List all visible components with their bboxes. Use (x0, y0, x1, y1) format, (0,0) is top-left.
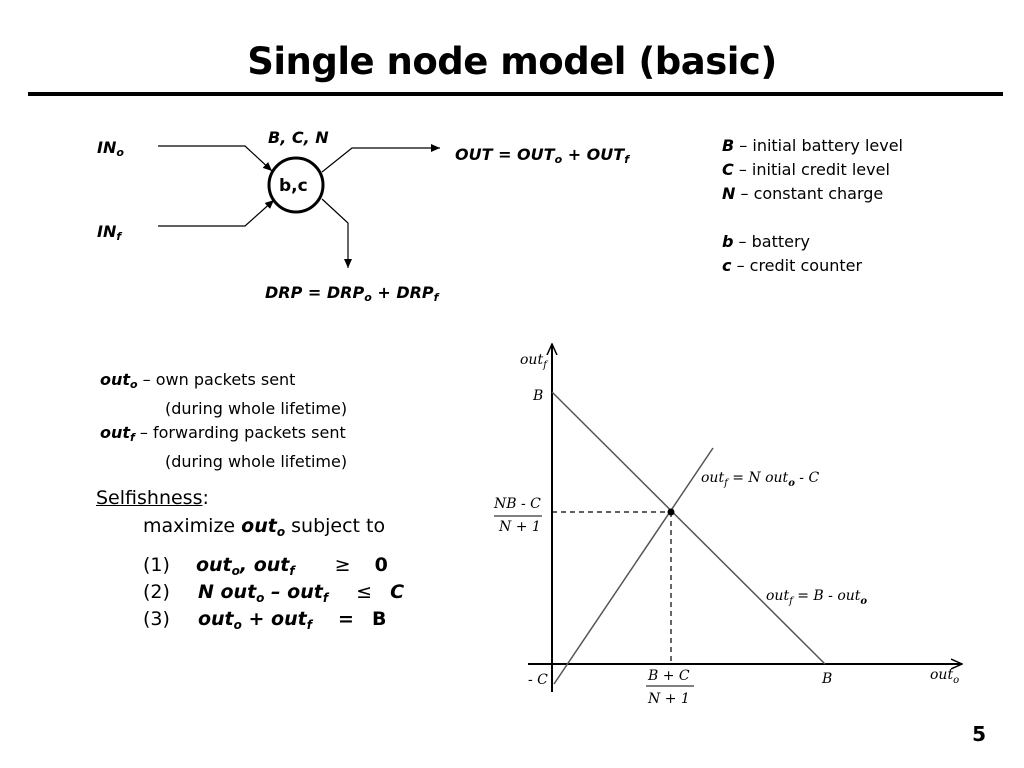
intersection-point (667, 508, 675, 516)
def-fwd: outf – forwarding packets sent (100, 423, 346, 444)
def-own-paren: (during whole lifetime) (165, 399, 348, 418)
node-circle (267, 156, 325, 214)
legend-item: C – initial credit level (722, 160, 890, 179)
objective: maximize outo subject to (143, 515, 386, 539)
page-number: 5 (972, 722, 986, 746)
legend-item: B – initial battery level (722, 136, 903, 155)
drp-equation: DRP = DRPo + DRPf (265, 283, 439, 304)
def-fwd-paren: (during whole lifetime) (165, 452, 348, 471)
series-line-B-minus (551, 391, 826, 665)
x-axis-label: outo (930, 667, 959, 686)
legend-item: c – credit counter (722, 256, 863, 275)
y-axis-label: outf (520, 352, 549, 371)
node-params: B, C, N (268, 128, 329, 147)
constraint-2: (2) N outo – outf ≤ C (143, 581, 405, 605)
node-state: b,c (279, 176, 308, 196)
out-arrow (321, 144, 440, 173)
y-tick-label: NB - C (493, 496, 541, 512)
in-own-arrow (158, 145, 273, 172)
y-tick-label: N + 1 (498, 519, 541, 535)
constraint-3: (3) outo + outf = B (143, 608, 387, 632)
definitions: outo – own packets sent (during whole li… (100, 368, 347, 474)
x-tick-label: B + C (647, 668, 690, 684)
constraint-1: (1) outo, outf ≥ 0 (143, 554, 388, 578)
y-tick-label: - C (528, 672, 548, 688)
series-label: outf = B - outo (766, 588, 867, 607)
drp-arrow (321, 198, 352, 268)
x-tick-label: N + 1 (647, 691, 690, 707)
legend-item: b – battery (722, 232, 811, 251)
selfishness-heading: Selfishness: (96, 487, 209, 509)
legend-item: N – constant charge (722, 184, 884, 203)
def-own: outo – own packets sent (100, 370, 296, 391)
in-fwd-label: INf (97, 222, 122, 243)
slide-title: Single node model (basic) (247, 40, 777, 83)
symbol-legend: B – initial battery level C – initial cr… (722, 134, 903, 278)
x-tick-label: B (821, 671, 832, 687)
in-fwd-arrow (158, 199, 275, 227)
series-label: outf = N outo - C (701, 470, 819, 489)
feasibility-chart: outf outo B NB - C N + 1 - C B + C N + 1… (493, 330, 980, 707)
title-divider (28, 92, 1003, 96)
y-tick-label: B (532, 388, 543, 404)
out-equation: OUT = OUTo + OUTf (455, 145, 629, 166)
series-line-N-out (553, 447, 714, 685)
in-own-label: INo (97, 138, 124, 159)
